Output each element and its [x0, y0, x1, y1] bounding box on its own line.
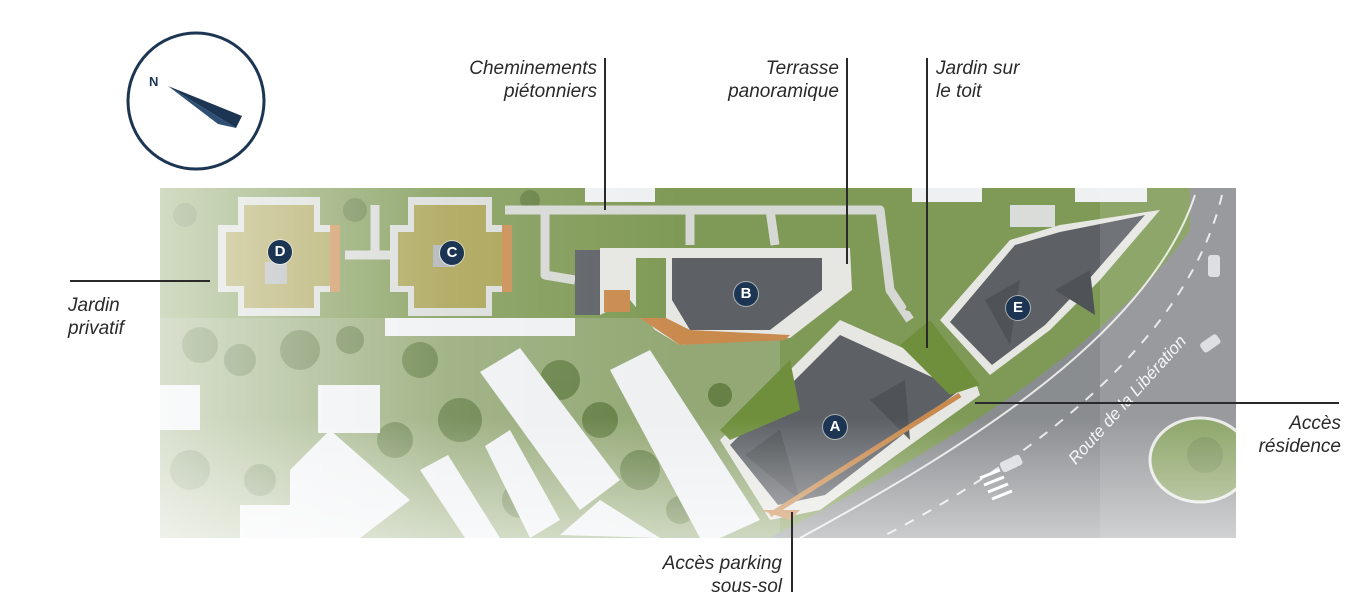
- label-jardin-privatif: Jardin privatif: [68, 295, 124, 339]
- leader-cheminements: [604, 58, 606, 210]
- building-pin-b: B: [734, 282, 758, 306]
- building-pin-a: A: [823, 415, 847, 439]
- label-jardin-sur-le-toit: Jardin sur le toit: [936, 58, 1020, 102]
- label-terrasse-panoramique: Terrasse panoramique: [728, 58, 839, 102]
- compass-north-letter: N: [149, 74, 159, 89]
- car: [1200, 334, 1221, 353]
- car: [1208, 255, 1220, 277]
- label-acces-parking-sous-sol: Accès parking sous-sol: [662, 553, 782, 597]
- label-cheminements-pietonniers: Cheminements piétonniers: [469, 58, 597, 102]
- leader-acces-residence: [975, 402, 1339, 404]
- building-pin-e: E: [1006, 296, 1030, 320]
- building-pin-c: C: [440, 241, 464, 265]
- building-e: [905, 205, 1160, 375]
- building-pin-d: D: [268, 240, 292, 264]
- leader-jardin-toit: [926, 58, 928, 348]
- compass-icon: [126, 31, 266, 171]
- leader-acces-parking: [791, 512, 793, 592]
- leader-terrasse: [846, 58, 848, 264]
- label-acces-residence: Accès résidence: [1258, 413, 1341, 457]
- leader-jardin-privatif: [70, 280, 210, 282]
